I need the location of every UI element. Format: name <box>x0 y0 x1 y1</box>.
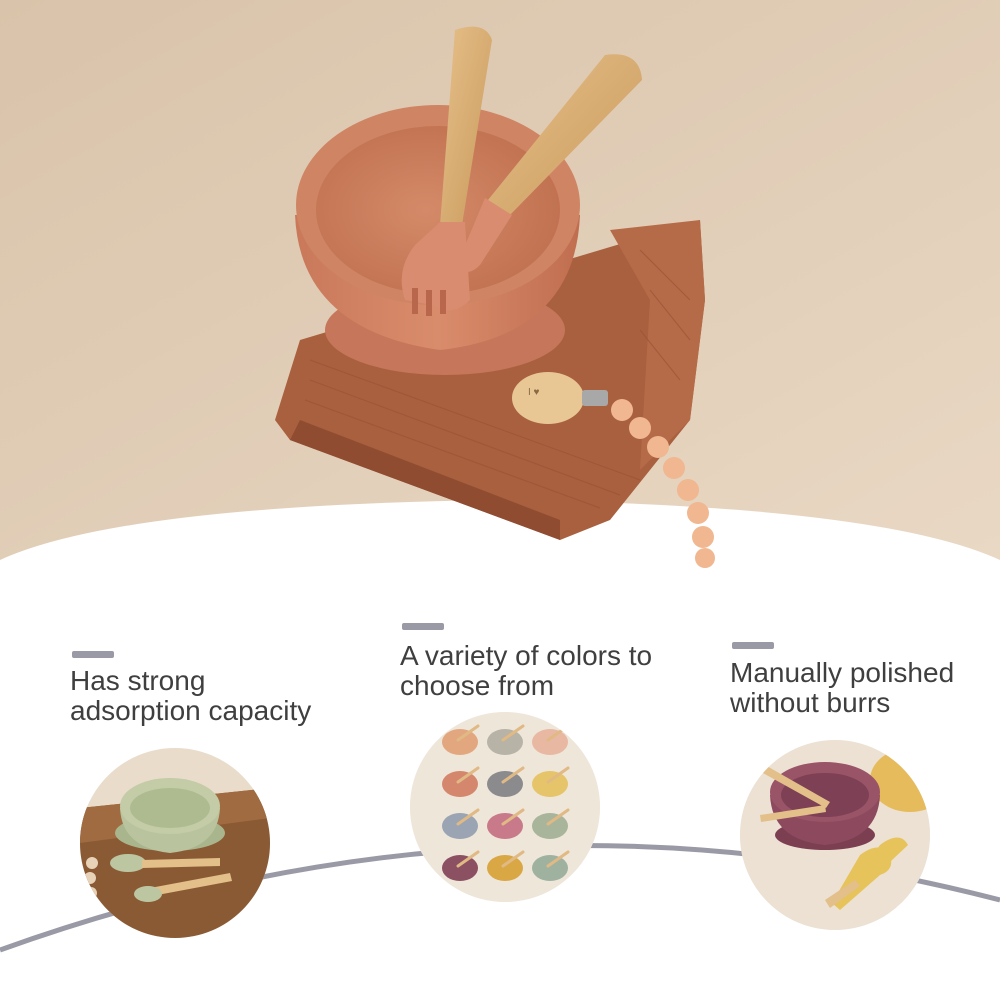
muslin-cloth <box>275 220 705 540</box>
pacifier-clip: I ♥ <box>512 372 608 424</box>
feature-1-accent-bar <box>72 651 114 658</box>
bowl-inside <box>316 126 560 294</box>
thumb-suction-bowl-green <box>80 748 270 938</box>
bowl-row-2 <box>442 771 568 797</box>
thumb-polished-utensils <box>740 740 930 930</box>
hero-product-photo: I ♥ <box>0 0 1000 568</box>
feature-3-accent-bar <box>732 642 774 649</box>
feature-1-caption: Has strong adsorption capacity <box>70 665 312 726</box>
bowl-row-1 <box>442 729 568 755</box>
feature-2-caption: A variety of colors to choose from <box>400 640 653 701</box>
fork <box>401 26 492 316</box>
silicone-bead-chain <box>611 399 715 568</box>
bowl-row-3 <box>442 813 568 839</box>
bowl-row-4 <box>442 855 568 881</box>
feature-2-accent-bar <box>402 623 444 630</box>
clip-logo-text: I ♥ <box>528 387 540 398</box>
thumb-color-variety-grid <box>410 712 600 902</box>
feature-3-caption: Manually polished without burrs <box>730 657 955 718</box>
spoon <box>458 54 642 272</box>
